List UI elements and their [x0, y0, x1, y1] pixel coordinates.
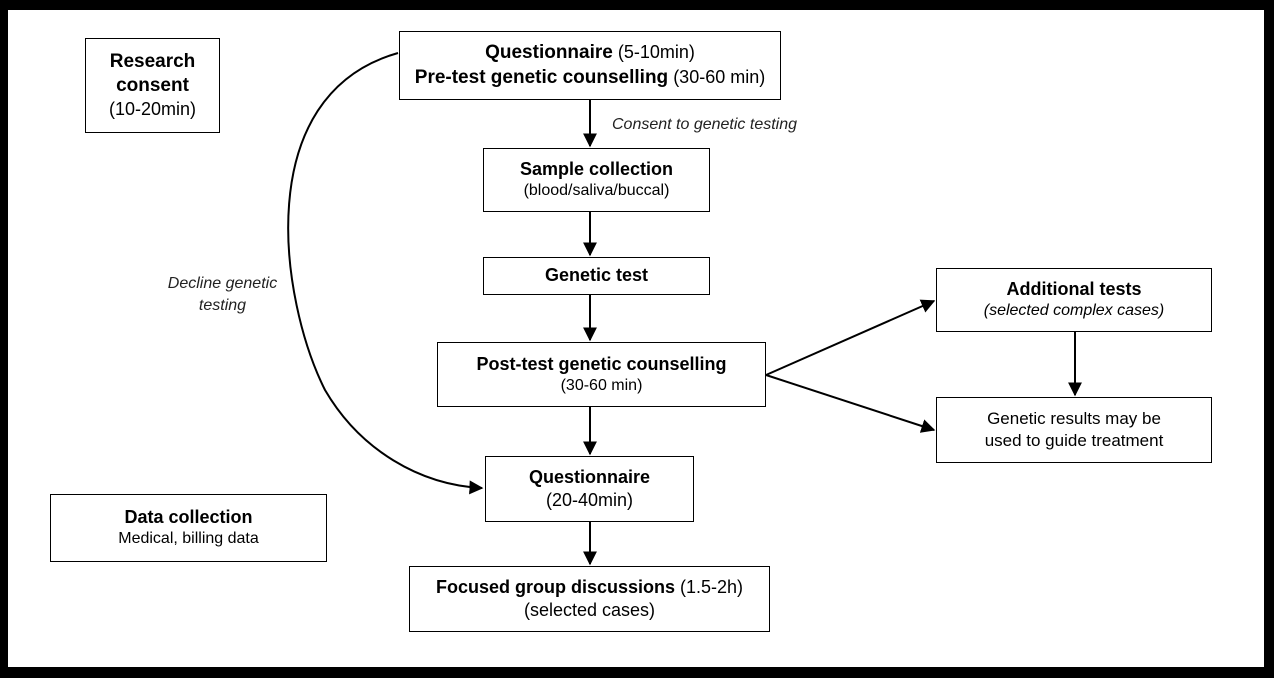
questionnaire-duration: (20-40min) — [545, 490, 634, 510]
data-collection-sub: Medical, billing data — [118, 530, 259, 548]
questionnaire-title: Questionnaire — [528, 466, 651, 487]
arrow-posttest-to-results — [765, 374, 936, 433]
pretest-counselling-title: Pre-test genetic counselling — [414, 66, 669, 88]
focused-group-title: Focused group discussions — [435, 576, 675, 597]
posttest-box: Post-test genetic counselling (30-60 min… — [437, 342, 766, 407]
questionnaire-box: Questionnaire (20-40min) — [485, 456, 694, 522]
posttest-title: Post-test genetic counselling — [476, 353, 727, 374]
arrow-posttest-to-additional — [765, 299, 936, 376]
research-consent-box: Research consent (10-20min) — [85, 38, 220, 133]
genetic-results-line1: Genetic results may be — [987, 409, 1161, 429]
genetic-test-box: Genetic test — [483, 257, 710, 295]
decline-label-line1: Decline genetic — [167, 275, 278, 292]
decline-label-line2: testing — [198, 297, 247, 315]
additional-tests-box: Additional tests (selected complex cases… — [936, 268, 1212, 332]
focused-group-duration: (1.5-2h) — [680, 576, 744, 597]
sample-collection-box: Sample collection (blood/saliva/buccal) — [483, 148, 710, 212]
consent-label: Consent to genetic testing — [612, 116, 798, 133]
pretest-questionnaire-duration: (5-10min) — [617, 42, 695, 63]
pretest-box: Questionnaire (5-10min) Pre-test genetic… — [399, 31, 781, 100]
genetic-results-box: Genetic results may be used to guide tre… — [936, 397, 1212, 463]
data-collection-box: Data collection Medical, billing data — [50, 494, 327, 562]
research-consent-line2: consent — [116, 74, 189, 96]
pretest-questionnaire-title: Questionnaire — [485, 42, 613, 64]
focused-group-sub: (selected cases) — [523, 600, 656, 620]
focused-group-box: Focused group discussions (1.5-2h) (sele… — [409, 566, 770, 632]
additional-tests-title: Additional tests — [1006, 279, 1142, 300]
arrow-decline-curve — [287, 52, 484, 495]
genetic-results-line2: used to guide treatment — [984, 431, 1164, 450]
data-collection-title: Data collection — [124, 507, 253, 528]
sample-collection-sub: (blood/saliva/buccal) — [523, 182, 670, 200]
additional-tests-sub: (selected complex cases) — [983, 302, 1165, 320]
decline-label: Decline genetic testing — [150, 273, 295, 318]
sample-collection-title: Sample collection — [519, 159, 674, 180]
pretest-counselling-duration: (30-60 min) — [673, 66, 766, 87]
research-consent-duration: (10-20min) — [108, 99, 197, 120]
genetic-test-title: Genetic test — [544, 265, 649, 286]
research-consent-line1: Research — [109, 50, 196, 72]
posttest-duration: (30-60 min) — [560, 376, 643, 394]
